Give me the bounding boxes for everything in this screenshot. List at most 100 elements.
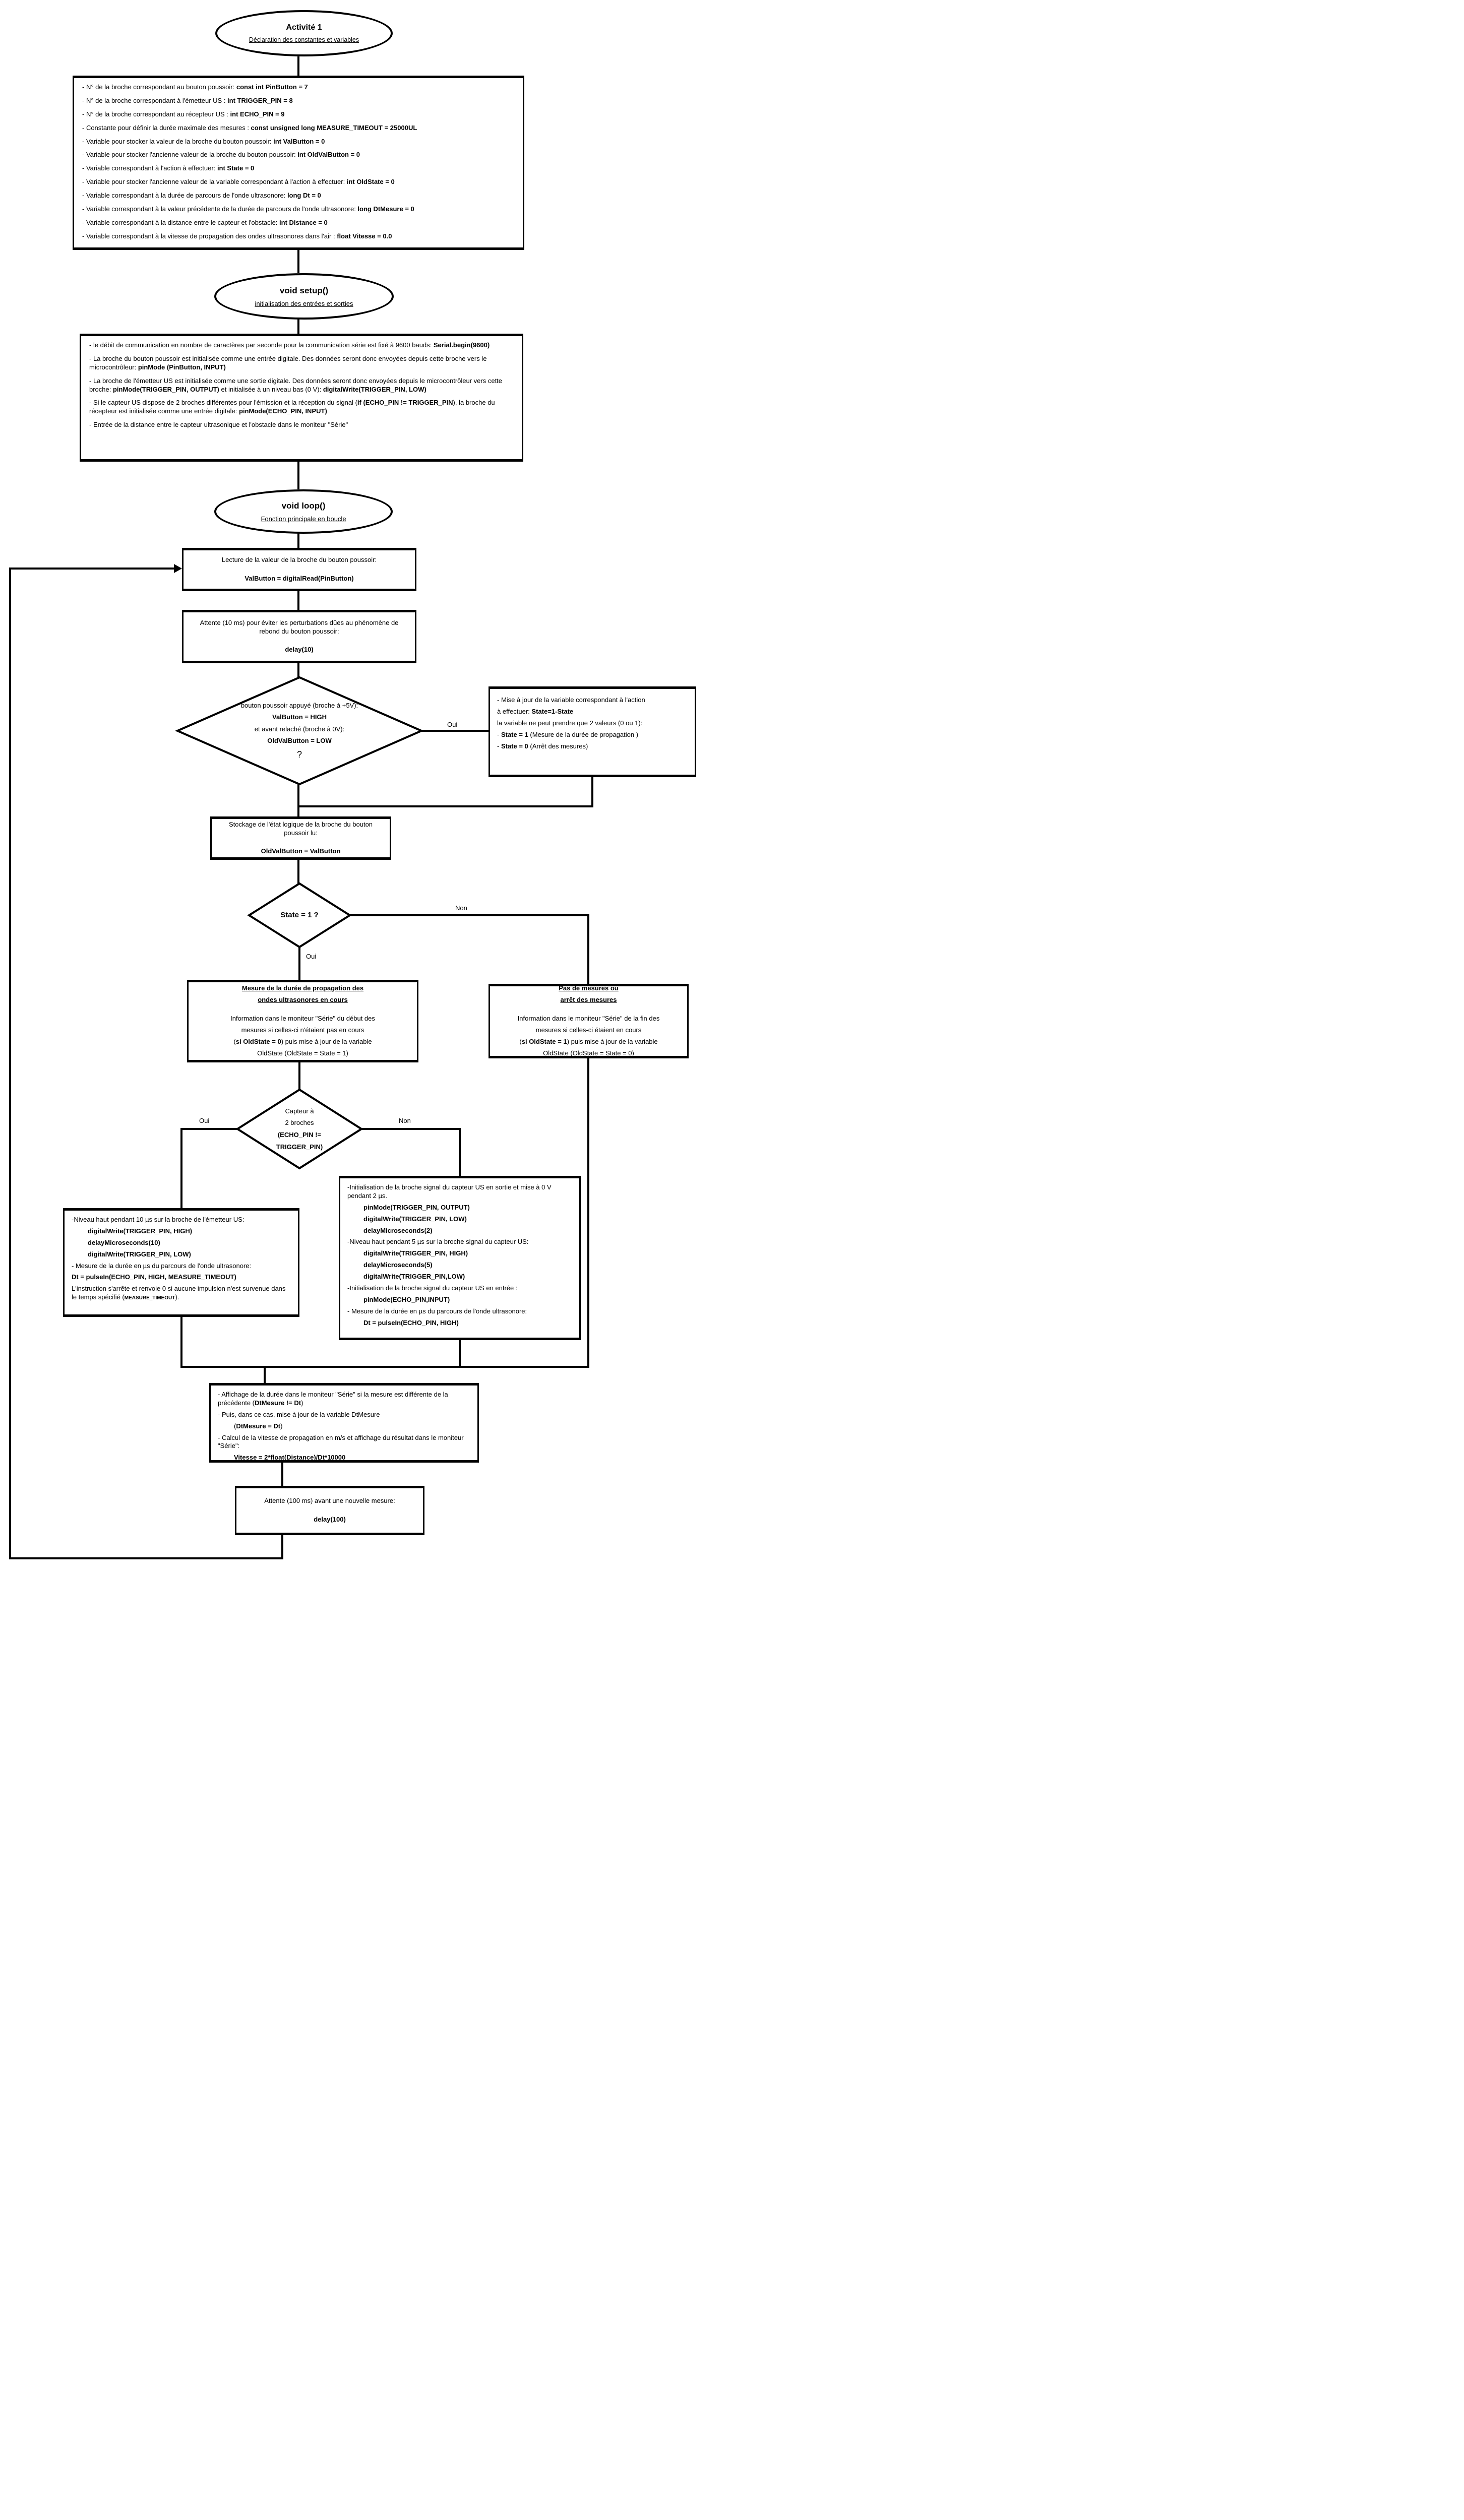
text-line: ? [297, 748, 302, 761]
text-segment: - Variable correspondant à la vitesse de… [82, 232, 337, 240]
text-line: - Variable correspondant à la durée de p… [82, 192, 515, 200]
text-segment: - Mise à jour de la variable corresponda… [497, 696, 645, 704]
text-segment: - Mesure de la durée en µs du parcours d… [72, 1262, 252, 1270]
text-segment: -Niveau haut pendant 10 µs sur la broche… [72, 1216, 245, 1223]
arrowhead-loopback [174, 564, 182, 573]
text-segment: pinMode(TRIGGER_PIN, OUTPUT) [363, 1203, 470, 1211]
text-line: Mesure de la durée de propagation des [197, 984, 409, 993]
text-segment: ValButton = HIGH [272, 713, 327, 721]
text-segment: digitalWrite(TRIGGER_PIN, LOW) [323, 385, 426, 393]
text-segment: Vitesse = 2*float(Distance)/Dt*10000 [234, 1454, 346, 1462]
text-segment: ). [175, 1293, 179, 1301]
text-line: -Initialisation de la broche signal du c… [347, 1284, 572, 1293]
process-declarations: - N° de la broche correspondant au bouto… [73, 76, 524, 250]
text-line: - N° de la broche correspondant au bouto… [82, 83, 515, 92]
text-segment: - La broche du bouton poussoir est initi… [89, 354, 487, 371]
text-segment: ), la broche du récepteur est initialisé… [89, 399, 495, 415]
text-line: Information dans le moniteur "Série" de … [498, 1015, 679, 1023]
text-line: delay(10) [192, 646, 407, 654]
text-line: bouton poussoir appuyé (broche à +5V): [241, 701, 358, 710]
text-line: -Initialisation de la broche signal du c… [347, 1183, 572, 1201]
text-line: - Variable correspondant à la valeur pré… [82, 205, 515, 214]
text-segment: digitalWrite(TRIGGER_PIN, HIGH) [363, 1249, 468, 1257]
text-segment: digitalWrite(TRIGGER_PIN, HIGH) [88, 1227, 193, 1235]
text-segment: Dt = pulseIn(ECHO_PIN, HIGH) [363, 1318, 459, 1327]
text-line: pinMode(ECHO_PIN,INPUT) [347, 1296, 572, 1304]
text-segment: -Niveau haut pendant 5 µs sur la broche … [347, 1238, 529, 1246]
loop-title: void loop() [281, 500, 326, 511]
text-segment: delayMicroseconds(2) [363, 1226, 433, 1234]
text-segment: DtMesure != Dt [255, 1399, 301, 1407]
text-segment: Pas de mesures ou [559, 984, 619, 992]
text-line: (DtMesure = Dt) [218, 1422, 470, 1431]
text-line: Dt = pulseIn(ECHO_PIN, HIGH, MEASURE_TIM… [72, 1273, 291, 1282]
text-line: - Constante pour définir la durée maxima… [82, 124, 515, 133]
connector-junction-affichage [180, 1058, 589, 1383]
text-segment: si OldState = 0 [235, 1037, 281, 1045]
text-segment: Stockage de l'état logique de la broche … [228, 820, 373, 837]
activite-title: Activité 1 [286, 23, 322, 32]
text-segment: - le débit de communication en nombre de… [89, 341, 434, 349]
text-segment: Attente (100 ms) avant une nouvelle mesu… [264, 1497, 395, 1505]
text-line: Information dans le moniteur "Série" du … [197, 1015, 409, 1023]
text-segment: ( [234, 1422, 236, 1430]
decision-bouton-text: bouton poussoir appuyé (broche à +5V): Va… [203, 687, 396, 774]
terminator-activite: Activité 1 Déclaration des constantes et… [215, 10, 393, 56]
loop-subtitle: Fonction principale en boucle [261, 515, 346, 523]
connector-majstate-stockage [297, 777, 593, 816]
text-line: - State = 0 (Arrêt des mesures) [497, 742, 688, 751]
decision-bouton-shape [175, 676, 424, 786]
text-segment: float Vitesse = 0.0 [337, 232, 392, 240]
text-line: ValButton = HIGH [272, 713, 327, 722]
text-line: 2 broches [285, 1118, 314, 1127]
text-segment: delayMicroseconds(5) [363, 1261, 433, 1269]
text-segment: int OldState = 0 [346, 178, 395, 186]
text-line: OldValButton = LOW [267, 736, 331, 745]
decision-state-shape [247, 882, 352, 949]
text-segment: - Calcul de la vitesse de propagation en… [218, 1433, 464, 1450]
text-segment: - Puis, dans ce cas, mise à jour de la v… [218, 1410, 380, 1418]
text-line: arrêt des mesures [498, 996, 679, 1004]
text-segment: long Dt = 0 [287, 192, 321, 200]
text-line: Capteur à [285, 1107, 314, 1116]
process-attente10: Attente (10 ms) pour éviter les perturba… [182, 610, 416, 663]
connector-loopback [9, 568, 283, 1559]
process-affichage: - Affichage de la durée dans le moniteur… [209, 1383, 479, 1463]
text-line: la variable ne peut prendre que 2 valeur… [497, 719, 688, 728]
text-segment: (Mesure de la durée de propagation ) [528, 730, 639, 738]
text-segment: bouton poussoir appuyé (broche à +5V): [240, 701, 358, 709]
text-line: OldValButton = ValButton [220, 847, 382, 856]
text-line: - Puis, dans ce cas, mise à jour de la v… [218, 1411, 470, 1419]
text-segment: - Si le capteur US dispose de 2 broches … [89, 399, 357, 407]
text-segment: pinMode (PinButton, INPUT) [138, 363, 226, 371]
text-line: delayMicroseconds(2) [347, 1227, 572, 1235]
text-segment: Capteur à [285, 1107, 314, 1115]
text-segment: mesures si celles-ci étaient en cours [535, 1026, 642, 1034]
text-segment: - Affichage de la durée dans le moniteur… [218, 1391, 448, 1407]
text-line: Lecture de la valeur de la broche du bou… [192, 556, 407, 564]
text-line: digitalWrite(TRIGGER_PIN, LOW) [347, 1215, 572, 1224]
text-segment: State=1-State [531, 707, 574, 715]
text-line: - N° de la broche correspondant à l'émet… [82, 97, 515, 105]
text-segment: int OldValButton = 0 [297, 151, 360, 159]
text-segment: - La broche de l'émetteur US est initial… [89, 376, 503, 393]
process-init-capteur: -Initialisation de la broche signal du c… [339, 1176, 581, 1340]
text-line: - Calcul de la vitesse de propagation en… [218, 1434, 470, 1451]
process-niveau-haut: -Niveau haut pendant 10 µs sur la broche… [63, 1208, 299, 1317]
text-line: - Variable pour stocker l'ancienne valeu… [82, 151, 515, 159]
process-maj-state: - Mise à jour de la variable corresponda… [489, 686, 696, 777]
text-segment: OldValButton = ValButton [261, 847, 341, 855]
text-line: Attente (10 ms) pour éviter les perturba… [192, 619, 407, 636]
text-line: TRIGGER_PIN) [276, 1143, 323, 1152]
text-line: (si OldState = 1) puis mise à jour de la… [498, 1038, 679, 1046]
text-segment: pinMode(TRIGGER_PIN, OUTPUT) [112, 385, 219, 393]
text-line: - La broche du bouton poussoir est initi… [89, 355, 514, 372]
text-segment: int State = 0 [217, 164, 255, 172]
text-line: - Mesure de la durée en µs du parcours d… [347, 1307, 572, 1316]
text-segment: mesures si celles-ci n'étaient pas en co… [241, 1026, 364, 1034]
text-line: - Variable pour stocker l'ancienne valeu… [82, 178, 515, 186]
text-line: - Variable correspondant à la vitesse de… [82, 232, 515, 241]
text-segment: State = 0 [501, 742, 528, 750]
